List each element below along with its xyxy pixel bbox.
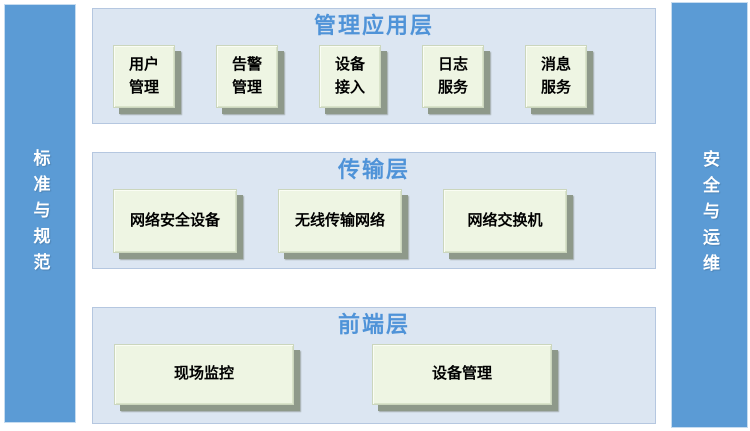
box-alarm-management: 告警 管理 (216, 45, 278, 108)
sidebar-security-operations-label: 安全与运维 (700, 150, 719, 280)
layer-management-application-boxes: 用户 管理 告警 管理 设备 接入 日志 服务 消息 服务 (93, 45, 655, 108)
layer-frontend-boxes: 现场监控 设备管理 (93, 344, 655, 405)
sidebar-standards-specs: 标准与规范 (5, 5, 75, 422)
layer-management-application: 管理应用层 用户 管理 告警 管理 设备 接入 日志 服务 消息 服务 (92, 8, 656, 124)
box-log-service: 日志 服务 (422, 45, 484, 108)
sidebar-security-operations: 安全与运维 (672, 3, 747, 427)
box-network-switch: 网络交换机 (443, 189, 567, 253)
box-device-access: 设备 接入 (319, 45, 381, 108)
box-network-security-device: 网络安全设备 (113, 189, 237, 253)
layer-frontend-title: 前端层 (337, 312, 410, 337)
layer-transmission-title: 传输层 (337, 157, 410, 182)
box-message-service: 消息 服务 (525, 45, 587, 108)
layer-management-application-title: 管理应用层 (313, 13, 434, 38)
box-user-management: 用户 管理 (113, 45, 175, 108)
box-site-monitoring: 现场监控 (114, 344, 294, 405)
layer-transmission: 传输层 网络安全设备 无线传输网络 网络交换机 (92, 152, 656, 269)
box-device-management: 设备管理 (372, 344, 552, 405)
layer-transmission-boxes: 网络安全设备 无线传输网络 网络交换机 (93, 189, 655, 253)
layer-frontend: 前端层 现场监控 设备管理 (92, 307, 656, 424)
sidebar-standards-specs-label: 标准与规范 (30, 148, 50, 279)
box-wireless-transmission-network: 无线传输网络 (278, 189, 402, 253)
